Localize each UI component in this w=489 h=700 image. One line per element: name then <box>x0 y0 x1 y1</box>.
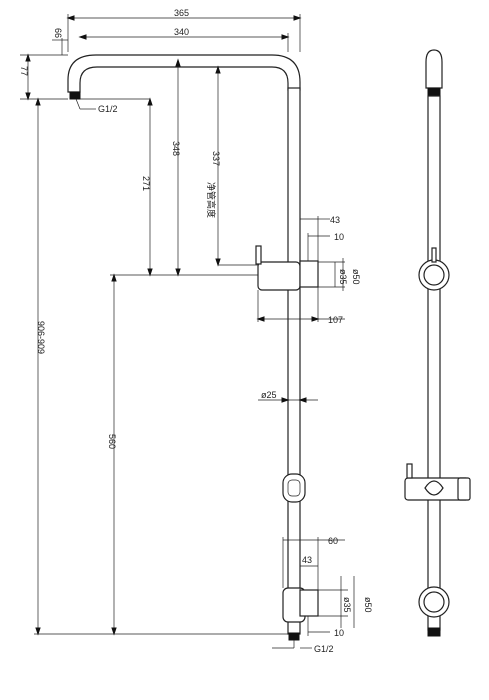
side-slider-knob <box>406 463 413 479</box>
dim-77: 77 <box>19 66 29 76</box>
dim-10-bottom: 10 <box>334 628 344 638</box>
side-riser-pipe <box>427 95 441 631</box>
net-height-label: 净管高度 <box>206 182 217 218</box>
dim-337: 337 <box>211 151 221 166</box>
side-top-bracket-inner <box>423 264 445 286</box>
dim-d25: ø25 <box>261 390 277 400</box>
side-view <box>404 49 471 637</box>
dim-66: 66 <box>53 28 63 38</box>
dim-43-top: 43 <box>330 215 340 225</box>
dim-340: 340 <box>174 27 189 37</box>
diverter-knob-stem <box>255 245 262 265</box>
front-view <box>67 54 319 641</box>
dim-g12-bottom: G1/2 <box>314 644 334 654</box>
side-arm-nozzle <box>427 87 441 97</box>
dim-107: 107 <box>328 315 343 325</box>
dim-560: 560 <box>107 434 117 449</box>
dim-d35-bottom: ø35 <box>342 597 352 613</box>
bottom-inlet-nozzle <box>288 632 300 641</box>
side-slider-tab <box>457 477 471 501</box>
dim-60: 60 <box>328 536 338 546</box>
dim-906-909: 906-909 <box>36 321 46 354</box>
dim-43-bottom: 43 <box>302 555 312 565</box>
side-bottom-bracket-inner <box>423 591 445 613</box>
shower-arm <box>67 54 301 93</box>
dim-d50-top: ø50 <box>351 269 361 285</box>
dimensions: 365 340 66 77 G1/2 271 348 <box>19 8 373 654</box>
dim-348: 348 <box>171 141 181 156</box>
arm-outlet-nozzle <box>69 91 81 100</box>
diverter-body <box>257 261 301 291</box>
side-bottom-nozzle <box>427 627 441 637</box>
dim-271: 271 <box>141 176 151 191</box>
slider-holder-inner <box>287 479 301 497</box>
side-shower-arm-head <box>425 49 443 89</box>
dim-d50-bottom: ø50 <box>363 597 373 613</box>
dim-10-top: 10 <box>334 232 344 242</box>
dim-g12-top: G1/2 <box>98 104 118 114</box>
diverter-outlet-top <box>299 260 319 288</box>
slider-holder <box>282 473 306 503</box>
bottom-outlet <box>299 589 319 617</box>
dim-365: 365 <box>174 8 189 18</box>
main-riser-pipe <box>287 87 301 635</box>
